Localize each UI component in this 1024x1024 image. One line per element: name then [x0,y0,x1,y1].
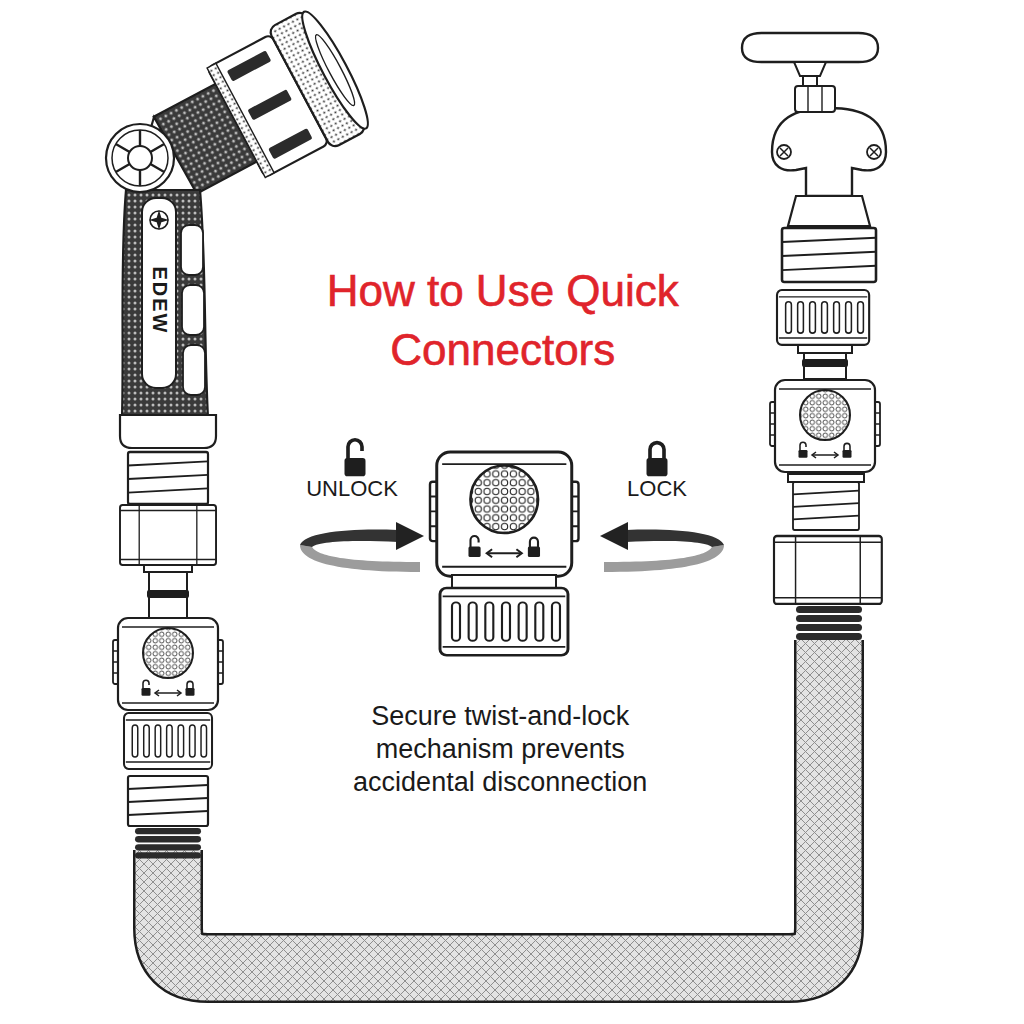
faucet [742,33,878,62]
twist-arrow [300,522,424,572]
garden-hose [168,640,829,968]
lock-label-holder: LOCK [627,476,687,501]
spray-nozzle [183,345,205,395]
spray-nozzle [149,210,169,230]
nozzle-adapter [144,565,192,572]
nozzle-adapter [120,505,216,565]
title-heading-holder: How to Use Quick Connectors [325,261,681,380]
hose-end-connector [124,713,212,859]
spray-nozzle [120,415,216,448]
brand-logo-holder: EDEW [148,266,171,334]
center-connector [430,452,579,655]
hose-end-connector [128,776,208,826]
center-connector [430,452,579,576]
tap-adapter [777,290,869,345]
nozzle-head [207,63,274,177]
lock-label: LOCK [627,476,687,501]
nozzle-head [311,32,359,108]
nozzle-head [227,50,271,81]
faucet [742,33,886,282]
nozzle-head [293,6,376,134]
unlock-label-holder: UNLOCK [306,476,398,501]
flow-dial [116,130,164,186]
faucet [808,86,822,112]
tap-adapter [777,290,869,379]
hose-end-connector [124,713,212,769]
nozzle-adapter [128,452,208,504]
nozzle-head [268,128,312,159]
tap-adapter [798,345,852,353]
spray-nozzle [182,285,204,335]
garden-hose [168,640,829,968]
faucet [867,145,881,159]
faucet [794,62,826,76]
lock-icon [647,443,668,477]
brand-logo: EDEW [148,266,171,334]
spray-nozzle [181,225,203,275]
hose-end-connector [793,482,859,530]
hose-end-connector [774,474,882,640]
twist-arrow [600,522,724,572]
nozzle-adapter [147,590,189,598]
hose-end-connector [774,536,882,604]
faucet [780,148,788,156]
unlock-icon [345,440,366,476]
hose-end-connector [135,828,201,859]
illustration [113,618,223,710]
garden-hose [168,640,829,968]
spray-nozzle [106,4,378,448]
faucet [782,228,876,282]
caption-text: Secure twist-and-lock mechanism prevents… [349,700,651,799]
flow-dial [112,130,168,186]
spray-nozzle [142,198,176,388]
faucet [777,145,791,159]
nozzle-head [247,89,291,120]
center-connector [440,588,568,655]
spray-nozzle [122,190,208,418]
faucet [870,148,878,156]
tap-adapter [802,359,848,367]
title-heading: How to Use Quick Connectors [325,261,681,380]
hose-end-connector [796,606,862,640]
spray-nozzle [150,211,168,229]
illustration [770,380,880,472]
flow-dial [128,146,152,170]
faucet [788,196,870,226]
faucet [772,108,886,196]
hose-end-connector [788,474,864,482]
faucet [795,86,835,112]
flow-dial [106,124,174,192]
caption-text-holder: Secure twist-and-lock mechanism prevents… [349,700,651,799]
unlock-label: UNLOCK [306,476,398,501]
flow-dial [106,124,174,192]
nozzle-adapter [120,452,216,620]
